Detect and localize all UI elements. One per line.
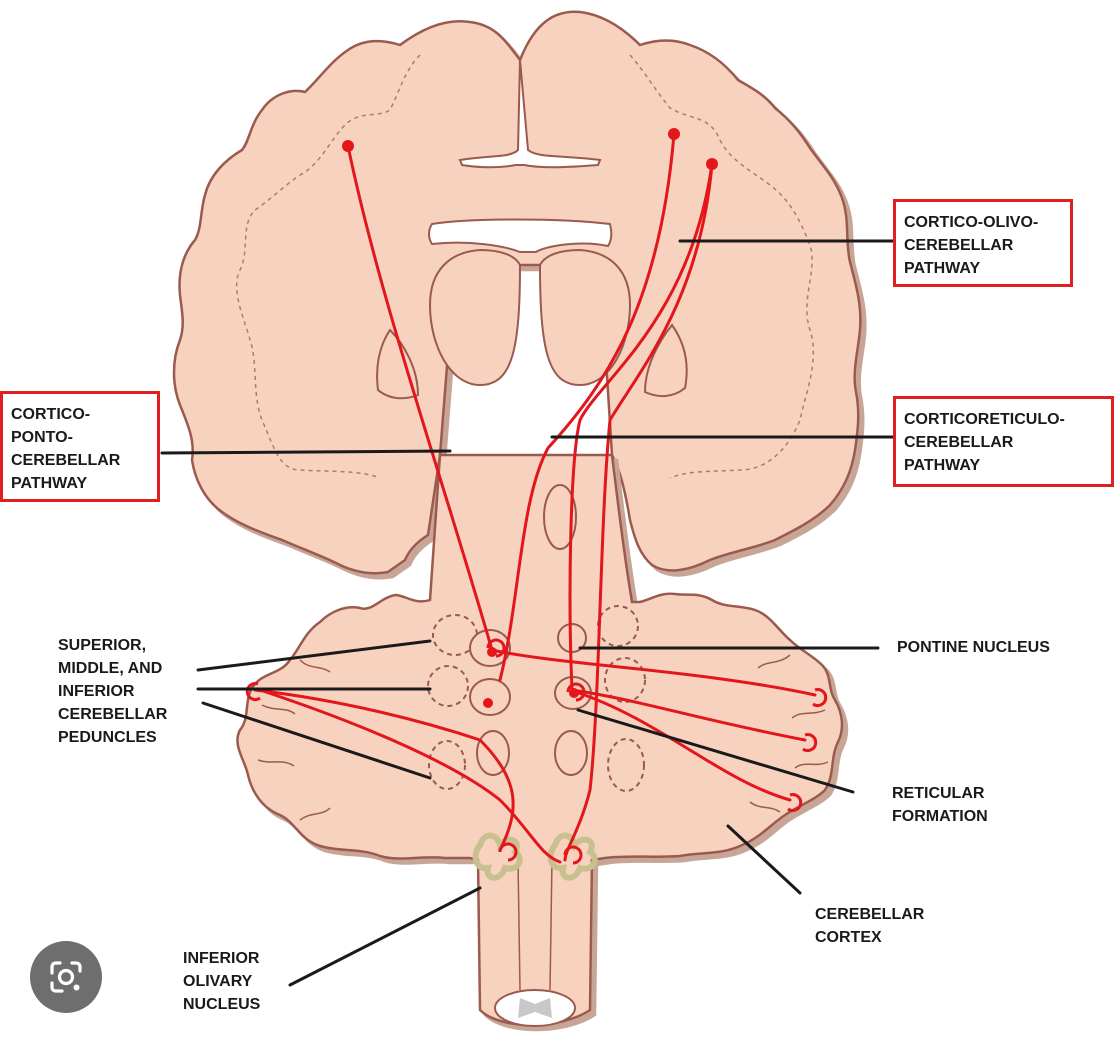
pathway-endings [245,638,828,865]
inferior-olivary-nucleus-label: INFERIOR OLIVARY NUCLEUS [183,950,261,1013]
thalamus-left [428,248,522,387]
neuron-cell-bodies [342,128,718,708]
pontine-nucleus-label: PONTINE NUCLEUS [897,639,1050,656]
cerebellar-peduncles-label: SUPERIOR, MIDDLE, AND INFERIOR CEREBELLA… [58,637,168,746]
leader-lines [160,239,895,987]
corticoreticulo-cerebellar-pathway-label: CORTICORETICULO- CEREBELLAR PATHWAY [893,396,1114,487]
pathways [253,132,817,864]
third-ventricle [458,59,602,169]
peduncle-circle [427,665,469,707]
cerebellar-cortex-label: CEREBELLAR CORTEX [815,906,925,946]
cerebellum-brainstem [236,453,844,1027]
lateral-ventricle [428,218,613,253]
google-lens-icon [50,961,82,993]
google-lens-button[interactable] [30,941,102,1013]
peduncle-circle [428,740,466,790]
cortico-ponto-cerebellar-pathway-label: CORTICO- PONTO- CEREBELLAR PATHWAY [0,391,160,502]
reticular-formation-label: RETICULAR FORMATION [892,785,988,825]
inferior-olivary-nucleus [472,832,523,881]
cortico-olivo-cerebellar-pathway-label: CORTICO-OLIVO- CEREBELLAR PATHWAY [893,199,1073,287]
